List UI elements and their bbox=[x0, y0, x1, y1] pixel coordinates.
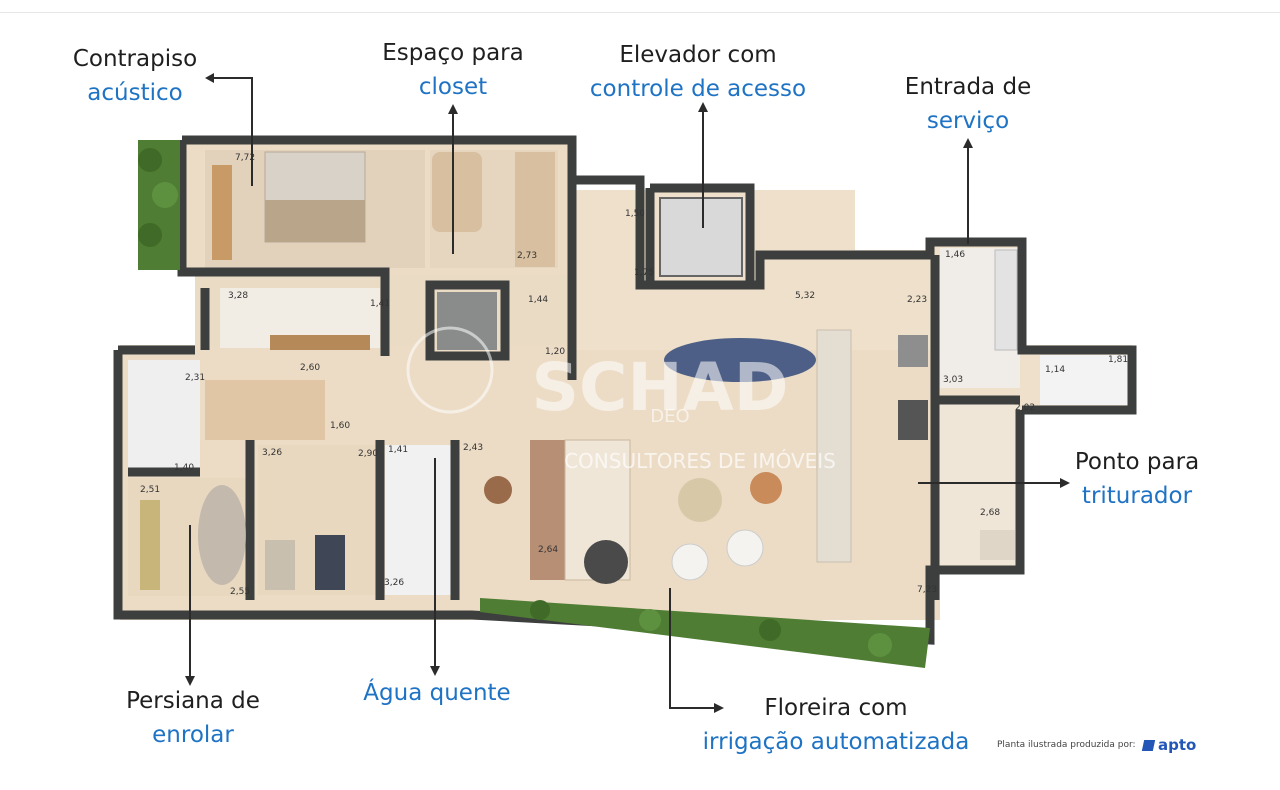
callout-title: Elevador com bbox=[619, 42, 777, 68]
dim-label: 1,41 bbox=[370, 299, 390, 309]
dim-label: 1,60 bbox=[330, 421, 350, 431]
callout-highlight: controle de acesso bbox=[589, 76, 807, 102]
callout-triturador: Ponto para triturador bbox=[1062, 445, 1212, 513]
leader-lines bbox=[189, 77, 1062, 709]
watermark-sub: CONSULTORES DE IMÓVEIS bbox=[564, 449, 836, 473]
apto-logo-icon bbox=[1141, 740, 1156, 751]
dim-label: 3,28 bbox=[228, 291, 248, 301]
arrow-up-icon bbox=[963, 138, 973, 148]
callout-title: Espaço para bbox=[382, 40, 524, 66]
dimension-labels: 7,72 2,73 1,50 1,75 5,32 2,23 1,46 3,03 … bbox=[140, 153, 1128, 597]
callout-highlight: triturador bbox=[1081, 483, 1193, 509]
apto-logo: apto bbox=[1141, 736, 1197, 754]
walls bbox=[113, 135, 1137, 645]
dim-label: 1,46 bbox=[945, 250, 965, 260]
dim-label: 2,43 bbox=[463, 443, 483, 453]
dim-label: 2,51 bbox=[140, 485, 160, 495]
dim-label: 2,55 bbox=[230, 587, 250, 597]
dim-label: 2,73 bbox=[517, 251, 537, 261]
dim-label: 3,03 bbox=[943, 375, 963, 385]
arrow-down-icon bbox=[185, 676, 195, 686]
furniture bbox=[140, 151, 1018, 590]
dim-label: 1,50 bbox=[625, 209, 645, 219]
arrow-down-icon bbox=[430, 666, 440, 676]
arrow-up-icon bbox=[698, 102, 708, 112]
arrow-right-icon bbox=[714, 703, 724, 713]
dim-label: 5,32 bbox=[795, 291, 815, 301]
callout-servico: Entrada de serviço bbox=[893, 70, 1043, 138]
top-divider bbox=[0, 12, 1280, 13]
callout-elevador: Elevador com controle de acesso bbox=[580, 38, 816, 106]
dim-label: 2,60 bbox=[300, 363, 320, 373]
arrow-left-icon bbox=[205, 73, 214, 83]
callout-persiana: Persiana de enrolar bbox=[118, 684, 268, 752]
dim-label: 2,31 bbox=[185, 373, 205, 383]
dim-label: 7,23 bbox=[917, 585, 937, 595]
callout-title: Persiana de bbox=[126, 688, 260, 714]
arrowheads bbox=[185, 73, 1070, 713]
callout-highlight: Água quente bbox=[363, 680, 511, 706]
callout-closet: Espaço para closet bbox=[373, 36, 533, 104]
dim-label: 3,26 bbox=[262, 448, 282, 458]
callout-highlight: serviço bbox=[926, 108, 1010, 134]
dim-label: 2,68 bbox=[980, 508, 1000, 518]
callout-highlight: irrigação automatizada bbox=[702, 729, 970, 755]
dim-label: 1,20 bbox=[545, 347, 565, 357]
callout-agua: Água quente bbox=[352, 676, 522, 710]
callout-highlight: enrolar bbox=[152, 722, 234, 748]
dim-label: 1,41 bbox=[388, 445, 408, 455]
dim-label: 1,75 bbox=[634, 268, 654, 278]
dim-label: 1,81 bbox=[1108, 355, 1128, 365]
dim-label: 1,14 bbox=[1045, 365, 1065, 375]
dim-label: 1,40 bbox=[174, 463, 194, 473]
callout-floreira: Floreira com irrigação automatizada bbox=[686, 691, 986, 759]
callout-title: Floreira com bbox=[764, 695, 908, 721]
planters bbox=[138, 140, 930, 668]
arrow-right-icon bbox=[1060, 478, 1070, 488]
credit-text: Planta ilustrada produzida por: bbox=[997, 740, 1136, 750]
callout-title: Entrada de bbox=[904, 74, 1032, 100]
arrow-up-icon bbox=[448, 104, 458, 114]
watermark-small: DEO bbox=[650, 406, 689, 427]
apto-logo-text: apto bbox=[1158, 736, 1197, 754]
watermark-brand: SCHAD bbox=[531, 349, 788, 426]
callout-contrapiso: Contrapiso acústico bbox=[60, 42, 210, 110]
dim-label: 1,44 bbox=[528, 295, 548, 305]
callout-highlight: acústico bbox=[87, 80, 183, 106]
watermark bbox=[406, 326, 494, 414]
dim-label: 3,26 bbox=[384, 578, 404, 588]
storage-block bbox=[437, 292, 497, 350]
callout-title: Ponto para bbox=[1074, 449, 1200, 475]
elevator-car bbox=[659, 197, 743, 277]
dim-label: 2,90 bbox=[358, 449, 378, 459]
callout-highlight: closet bbox=[418, 74, 488, 100]
callout-title: Contrapiso bbox=[72, 46, 198, 72]
dim-label: 2,64 bbox=[538, 545, 558, 555]
dim-label: 2,02 bbox=[1015, 403, 1035, 413]
dim-label: 7,72 bbox=[235, 153, 255, 163]
dim-label: 2,23 bbox=[907, 295, 927, 305]
